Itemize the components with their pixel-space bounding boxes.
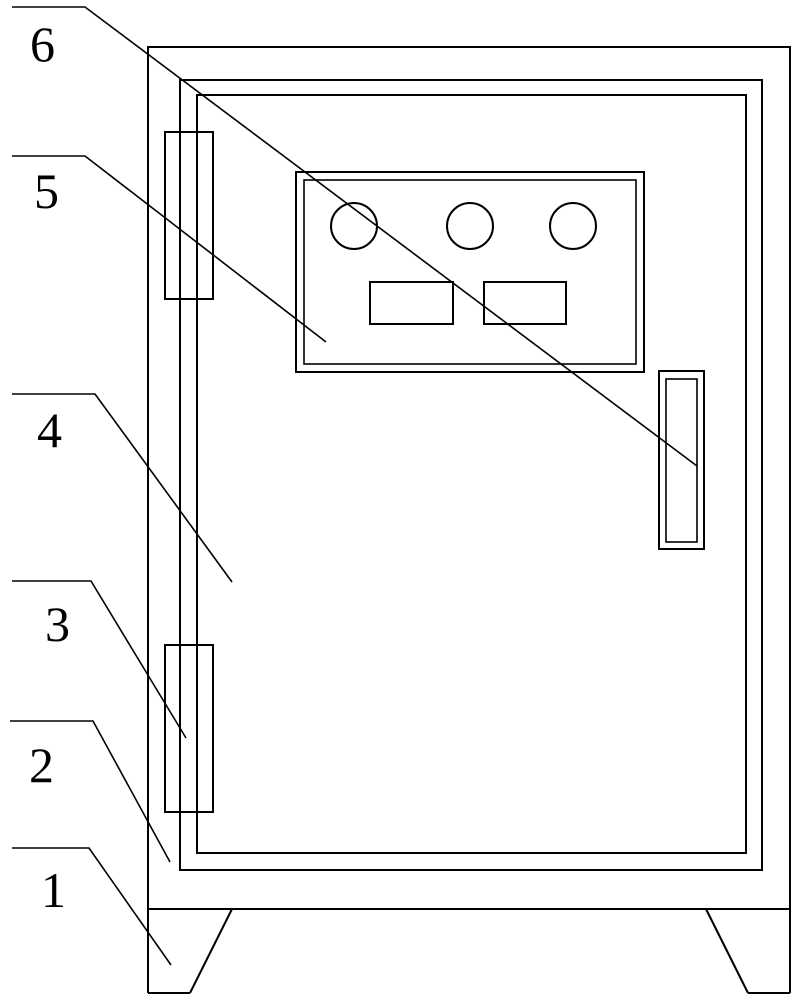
leader-1 (12, 847, 172, 966)
hinge-rod (179, 300, 198, 645)
door-handle (658, 370, 705, 550)
door-panel (196, 94, 747, 854)
label-5: 5 (34, 163, 59, 219)
upper-hinge (164, 131, 214, 300)
door-frame (179, 79, 763, 871)
leader-6 (12, 6, 698, 467)
cabinet-base (147, 908, 791, 994)
display-1 (369, 281, 454, 325)
lower-hinge (164, 644, 214, 813)
label-2: 2 (29, 737, 54, 793)
label-3: 3 (45, 596, 70, 652)
dial-3 (549, 202, 597, 250)
dial-1 (330, 202, 378, 250)
leader-5 (12, 155, 327, 343)
control-panel (295, 171, 645, 373)
label-4: 4 (37, 402, 62, 458)
leader-4 (12, 393, 233, 583)
leader-2 (10, 720, 171, 863)
cabinet-body (147, 46, 791, 910)
leader-3 (12, 580, 187, 739)
label-1: 1 (41, 862, 66, 918)
leader-lines (10, 6, 698, 966)
dial-2 (446, 202, 494, 250)
display-2 (483, 281, 567, 325)
label-6: 6 (30, 16, 55, 72)
